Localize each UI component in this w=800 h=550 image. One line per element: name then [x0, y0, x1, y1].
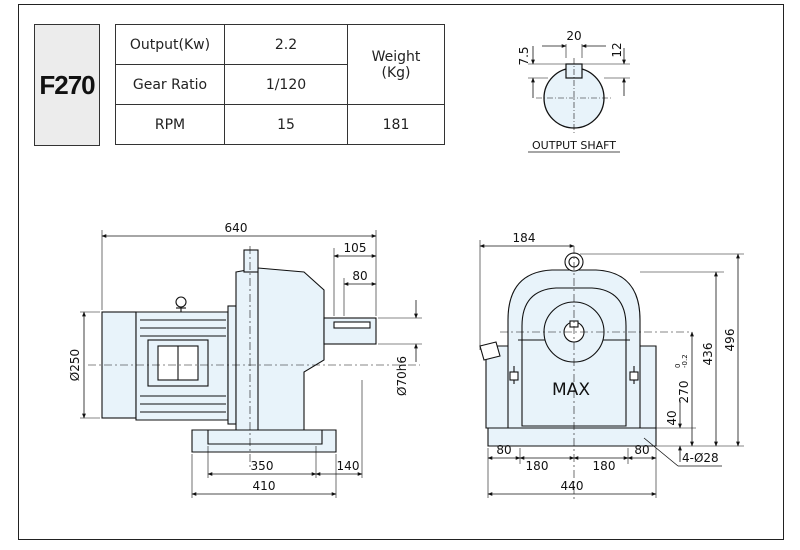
dim-hole-span-left: 180 [526, 459, 549, 473]
shaft-dim-depth: 7.5 [517, 46, 531, 65]
dim-shaft-length: 105 [344, 241, 367, 255]
dim-foot-edge-left: 80 [496, 443, 511, 457]
shaft-dim-width: 20 [566, 29, 581, 43]
dim-foot-height: 40 [665, 410, 679, 425]
dim-total-height: 496 [723, 329, 737, 352]
ratio-value: 1/120 [224, 64, 348, 105]
side-view [101, 249, 377, 453]
ratio-label: Gear Ratio [115, 64, 225, 105]
gear-housing [235, 267, 325, 431]
lifting-lug [243, 249, 259, 273]
dim-shaft-tol-upper: 0 [674, 364, 682, 368]
dim-motor-diameter: Ø250 [68, 349, 82, 381]
output-shaft-detail [528, 44, 630, 153]
dim-shaft-diameter: Ø70h6 [395, 356, 409, 396]
dim-housing-height: 436 [701, 343, 715, 366]
dim-shaft-tol-lower: -0.2 [681, 354, 689, 368]
shaft-dim-height: 12 [610, 42, 624, 57]
output-value: 2.2 [224, 24, 348, 65]
rpm-value: 15 [224, 104, 348, 145]
max-label: MAX [552, 380, 590, 400]
base-foot [191, 429, 337, 453]
spec-table: Output(Kw) 2.2 Weight (Kg) Gear Ratio 1/… [115, 24, 445, 145]
front-view [479, 252, 657, 447]
dim-foot-length: 410 [253, 479, 276, 493]
output-shaft-caption: OUTPUT SHAFT [532, 139, 616, 152]
dim-overall-width: 440 [561, 479, 584, 493]
weight-label-line2: (Kg) [381, 64, 411, 81]
rpm-label: RPM [115, 104, 225, 145]
dim-overall-length: 640 [225, 221, 248, 235]
dim-key-length: 80 [352, 269, 367, 283]
dim-bolt-holes: 4-Ø28 [682, 451, 719, 465]
weight-label-line1: Weight [371, 48, 421, 65]
dim-shaft-height: 270 [677, 381, 691, 404]
dim-hole-span-right: 180 [593, 459, 616, 473]
model-label: F270 [34, 24, 100, 146]
weight-value: 181 [347, 104, 445, 145]
dim-center-offset: 184 [513, 231, 536, 245]
dim-shaft-overhang: 140 [337, 459, 360, 473]
front-base [487, 427, 657, 447]
dim-foot-edge-right: 80 [634, 443, 649, 457]
dim-base-length: 350 [251, 459, 274, 473]
